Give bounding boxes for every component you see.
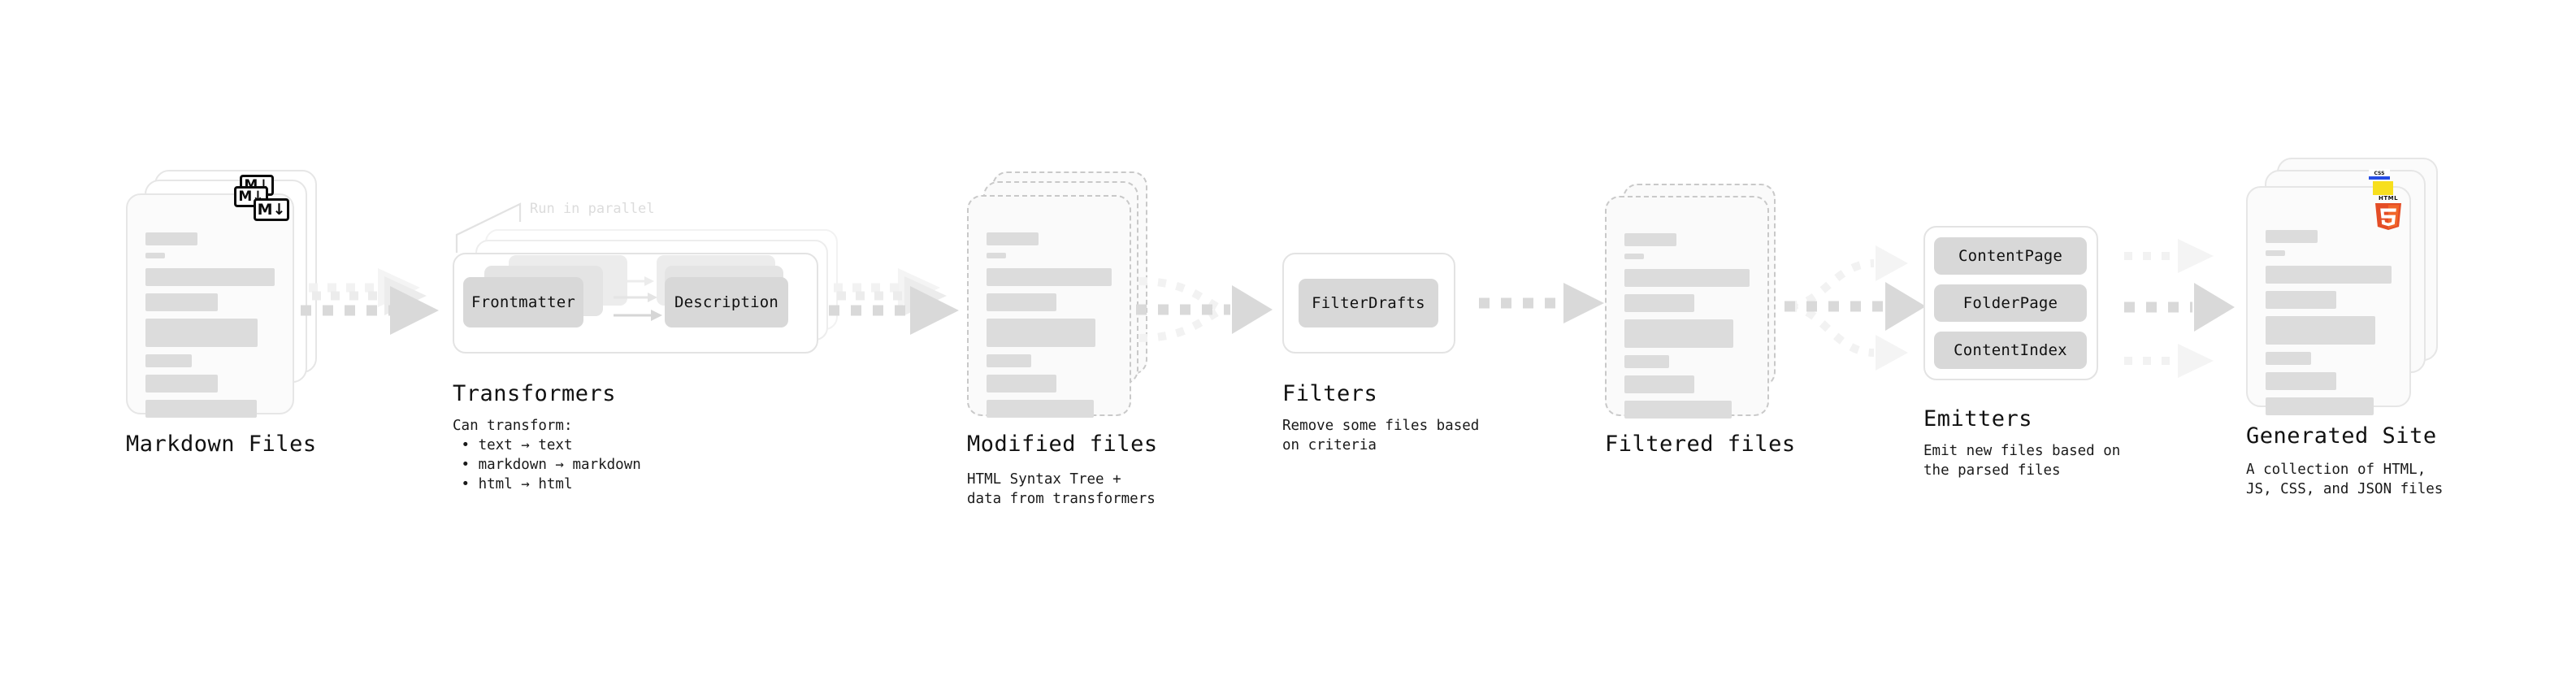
- emitters-description: Emit new files based on the parsed files: [1923, 443, 2121, 479]
- transformer-inner-arrows: [614, 276, 662, 321]
- emitter-chip-contentindex[interactable]: ContentIndex: [1934, 332, 2087, 369]
- arrow-transformers-to-modified: [829, 268, 959, 335]
- generated-site-description: A collection of HTML, JS, CSS, and JSON …: [2246, 462, 2444, 497]
- filtered-placeholder-lines: [1624, 233, 1750, 426]
- document-placeholder-lines: [145, 232, 275, 425]
- transformer-chip-description[interactable]: Description: [665, 277, 788, 327]
- arrow-modified-to-filters: [1136, 277, 1273, 342]
- emitter-chip-contentpage-label: ContentPage: [1958, 247, 2063, 265]
- modified-files-description: HTML Syntax Tree + data from transformer…: [967, 471, 1156, 507]
- transformer-chip-frontmatter-label: Frontmatter: [471, 293, 576, 311]
- filtered-file-card-front: [1605, 196, 1769, 419]
- modified-file-card-front: [967, 195, 1131, 418]
- filtered-files-title: Filtered files: [1605, 432, 1796, 457]
- transformer-chip-frontmatter[interactable]: Frontmatter: [463, 277, 583, 327]
- arrow-emitters-to-site: [2124, 239, 2235, 378]
- transformer-chip-description-label: Description: [674, 293, 779, 311]
- run-in-parallel-bracket: [455, 202, 522, 253]
- css-logo-icon: CSS: [2369, 171, 2390, 180]
- arrow-filtered-to-emitters: [1785, 245, 1926, 371]
- emitter-chip-folderpage[interactable]: FolderPage: [1934, 284, 2087, 322]
- filters-title: Filters: [1282, 381, 1378, 406]
- css-badge: CSS: [2369, 169, 2390, 180]
- markdown-badge: M↓: [254, 198, 289, 221]
- generated-file-card-html: [2246, 186, 2411, 415]
- transformers-title: Transformers: [453, 381, 617, 406]
- generated-site-title: Generated Site: [2246, 423, 2437, 449]
- filters-description: Remove some files based on criteria: [1282, 418, 1480, 453]
- run-in-parallel-label: Run in parallel: [530, 201, 655, 217]
- markdown-file-card-front: [126, 193, 294, 418]
- generated-placeholder-lines: [2266, 230, 2392, 423]
- js-badge: [2373, 181, 2393, 195]
- modified-files-title: Modified files: [967, 432, 1158, 457]
- emitter-chip-folderpage-label: FolderPage: [1962, 294, 2058, 312]
- emitters-title: Emitters: [1923, 406, 2033, 432]
- markdown-files-title: Markdown Files: [126, 432, 317, 457]
- filter-chip-filterdrafts-label: FilterDrafts: [1312, 294, 1425, 312]
- html5-logo-icon: HTML: [2375, 195, 2401, 230]
- html5-badge: HTML: [2373, 193, 2404, 230]
- filter-chip-filterdrafts[interactable]: FilterDrafts: [1299, 279, 1438, 327]
- transformers-description: Can transform: • text → text • markdown …: [453, 418, 641, 492]
- emitter-chip-contentindex-label: ContentIndex: [1954, 341, 2067, 359]
- arrow-filters-to-filtered: [1479, 283, 1604, 323]
- svg-text:HTML: HTML: [2379, 195, 2398, 202]
- modified-placeholder-lines: [987, 232, 1112, 425]
- arrow-markdown-to-transformers: [301, 268, 439, 335]
- markdown-badge-back-1: M↓: [234, 186, 268, 207]
- svg-text:CSS: CSS: [2374, 171, 2385, 176]
- emitter-chip-contentpage[interactable]: ContentPage: [1934, 237, 2087, 275]
- markdown-badge-label: M↓: [257, 200, 286, 219]
